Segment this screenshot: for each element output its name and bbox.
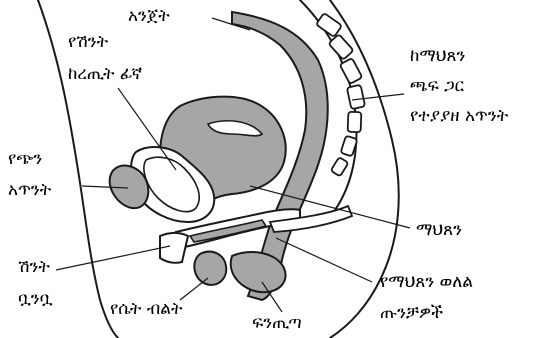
label-anus: ፍንጢጣ: [252, 311, 302, 335]
clitoris-shape: [194, 252, 226, 285]
label-urethra-line-2: ቧንቧ: [18, 287, 52, 311]
label-uterus: ማህጸን: [416, 218, 462, 242]
label-pelvic-floor-line-2: ጡንቻዎች: [380, 301, 443, 325]
label-pubic-bone-line-1: የጭን: [8, 147, 42, 171]
label-bladder-line-1: የሽንት: [68, 30, 108, 54]
urethra-tube: [160, 233, 188, 263]
label-intestine: አንጀት: [128, 4, 170, 28]
label-sacrum-line-3: የተያያዘ አጥንት: [410, 104, 508, 128]
label-urethra-line-1: ሽንት: [18, 255, 50, 279]
label-vagina: የሴት ብልት: [110, 297, 182, 321]
label-bladder-line-2: ከረጢት ፊኛ: [68, 62, 142, 86]
label-sacrum-line-2: ጫፍ ጋር: [410, 74, 464, 98]
label-pubic-bone-line-2: አጥንት: [8, 178, 51, 202]
label-sacrum-line-1: ከማህጸን: [410, 44, 465, 68]
label-pelvic-floor-line-1: የማህጸን ወለል: [380, 270, 473, 294]
